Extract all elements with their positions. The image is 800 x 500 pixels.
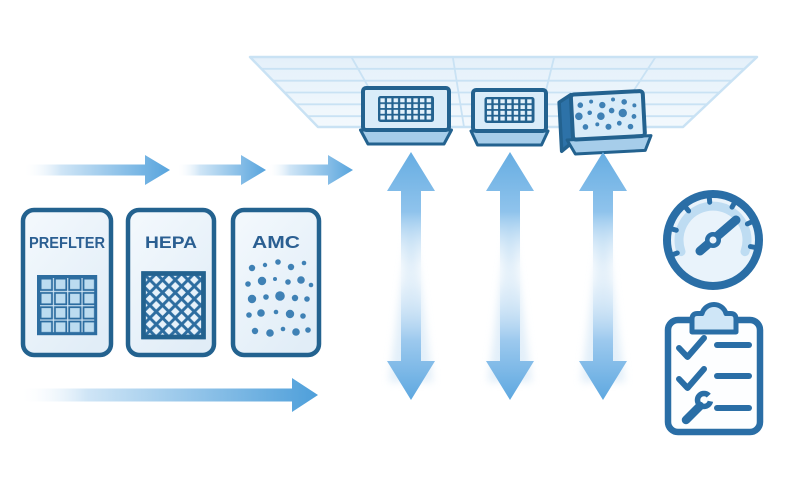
- filter-card-prefilter: PREFLTER: [20, 207, 114, 358]
- pressure-gauge-icon: [663, 190, 763, 290]
- crosshatch-pattern: [141, 271, 206, 340]
- perforated-diffuser-pattern: [486, 98, 533, 122]
- clipboard-clip: [689, 302, 739, 335]
- amc-unit: [557, 89, 653, 156]
- flow-arrow-top-3: [269, 155, 353, 185]
- filter-card-hepa: HEPA: [125, 207, 217, 358]
- amc-dots-pattern: [575, 97, 637, 130]
- airflow-arrow-3: [579, 152, 627, 400]
- prefilter-label: PREFLTER: [29, 235, 105, 252]
- gauge-needle: [695, 215, 741, 256]
- supply-flow-arrows: [25, 155, 353, 185]
- ffu-unit-1: [359, 86, 453, 146]
- wrench-icon: [681, 388, 719, 425]
- gauge-ticks: [665, 190, 762, 259]
- amc-label: AMC: [252, 232, 300, 252]
- square-grid-pattern: [37, 275, 98, 336]
- hepa-label: HEPA: [145, 233, 197, 252]
- clipboard-checklist-icon: [664, 302, 764, 436]
- flow-arrow-bottom: [22, 378, 318, 412]
- airflow-arrow-2: [486, 152, 534, 400]
- check-icon: [676, 335, 707, 360]
- flow-arrow-top-2: [178, 155, 266, 185]
- vertical-airflow-arrows: [387, 152, 627, 400]
- ffu-unit-2: [469, 88, 550, 147]
- flow-arrow-top-1: [25, 155, 170, 185]
- airflow-arrow-1: [387, 152, 435, 400]
- check-icon: [676, 366, 707, 391]
- amc-card-dots-pattern: [245, 259, 314, 337]
- gauge-scale-arc: [674, 201, 752, 257]
- perforated-diffuser-pattern: [379, 97, 433, 121]
- filter-card-amc: AMC: [230, 207, 322, 358]
